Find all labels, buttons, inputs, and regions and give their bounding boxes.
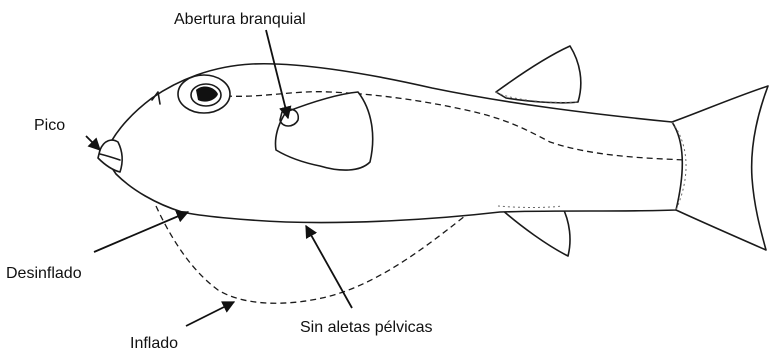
no-pelvic-fins-pointer bbox=[306, 226, 352, 308]
deflated-label: Desinflado bbox=[6, 265, 82, 282]
deflated-pointer bbox=[94, 212, 188, 252]
inflated-pointer bbox=[186, 302, 234, 326]
inflated-label: Inflado bbox=[130, 335, 178, 352]
gill-opening-label: Abertura branquial bbox=[174, 11, 306, 28]
no-pelvic-fins-label: Sin aletas pélvicas bbox=[300, 319, 433, 336]
dorsal-fin bbox=[496, 46, 581, 103]
beak-label: Pico bbox=[34, 117, 65, 134]
beak-pointer bbox=[86, 136, 100, 150]
tail-fin bbox=[672, 86, 768, 250]
